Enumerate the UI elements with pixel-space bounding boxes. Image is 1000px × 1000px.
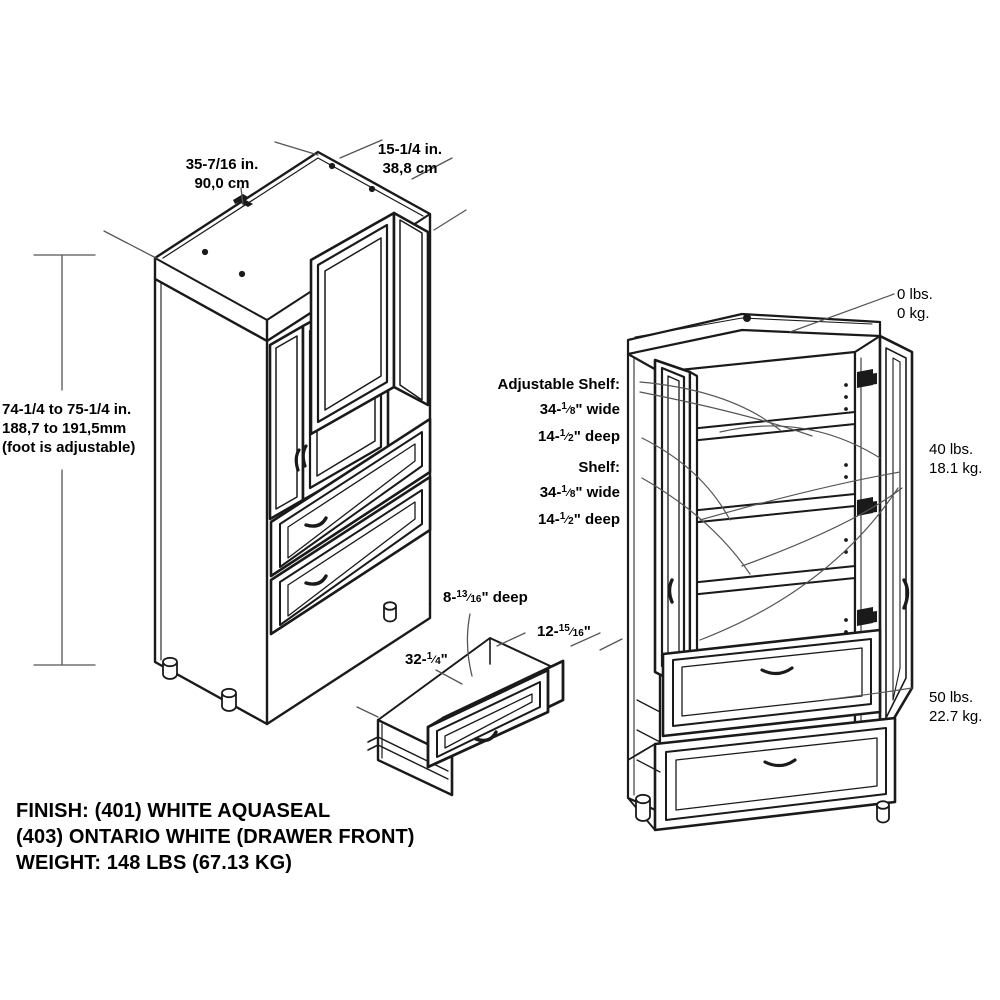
hinge [857, 497, 877, 516]
fraction-half: 1⁄2 [559, 510, 574, 528]
weight-rating-shelf: 40 lbs. 18.1 kg. [929, 440, 982, 478]
fixed-shelf-width: 34-1⁄8" wide [470, 480, 620, 507]
leader-drawer-height-a [496, 632, 526, 647]
door-handle [294, 444, 308, 472]
finish-line-1: FINISH: (401) WHITE AQUASEAL [16, 800, 331, 822]
leader-weight-40-a [719, 425, 881, 459]
drawer-height-label: 12-15⁄16" [537, 622, 591, 640]
adjustable-shelf-width: 34-1⁄8" wide [470, 397, 620, 424]
drawer-handle [474, 730, 498, 743]
closed-cabinet [153, 150, 432, 726]
fraction-eighth: 1⁄8 [561, 400, 576, 418]
drawer-handle [304, 574, 328, 586]
adjustable-shelf-callout: Adjustable Shelf: 34-1⁄8" wide 14-1⁄2" d… [470, 372, 620, 451]
weight-rating-top-panel: 0 lbs. 0 kg. [897, 285, 933, 323]
fraction-thirteen-sixteenths: 13⁄16 [456, 588, 482, 606]
dimension-lines [33, 139, 467, 666]
hinge [857, 607, 877, 626]
drawer-width-label: 32-1⁄4" [405, 650, 448, 668]
open-cabinet [626, 312, 914, 832]
width-dim-cm: 90,0 cm [194, 175, 250, 192]
width-dimension-label: 35-7/16 in. 90,0 cm [152, 155, 292, 193]
adjustable-shelf-depth: 14-1⁄2" deep [470, 424, 620, 451]
depth-dim-inches: 15-1/4 in. [377, 141, 443, 158]
leader-shelf-a [641, 437, 731, 521]
weight-kg: 22.7 kg. [929, 708, 983, 725]
cabinet-foot [162, 656, 178, 680]
drawer-handle [760, 666, 794, 676]
leader-drawer-width [435, 669, 463, 685]
weight-lbs: 50 lbs. [929, 689, 974, 706]
drawer-handle [763, 758, 797, 768]
leader-height [103, 230, 157, 259]
door-handle [667, 578, 674, 604]
depth-dimension-label: 15-1/4 in. 38,8 cm [350, 140, 470, 178]
leader-weight-40-b [699, 471, 901, 521]
fixed-shelf-callout: Shelf: 34-1⁄8" wide 14-1⁄2" deep [470, 455, 620, 534]
height-dim-inches: 74-1/4 to 75-1/4 in. [2, 401, 132, 418]
height-dim-note: (foot is adjustable) [2, 439, 136, 456]
door-handle [902, 578, 910, 610]
leader-depth-b [339, 139, 383, 159]
open-cabinet-drawer-upper [661, 628, 882, 738]
height-dimension-label: 74-1/4 to 75-1/4 in. 188,7 to 191,5mm (f… [2, 400, 162, 457]
leader-depth-c [411, 157, 453, 180]
callout-leaders [639, 293, 913, 701]
adjustable-shelf-title: Adjustable Shelf: [497, 376, 620, 393]
weight-kg: 18.1 kg. [929, 460, 983, 477]
specifications-block: FINISH: (401) WHITE AQUASEAL (403) ONTAR… [16, 798, 415, 876]
weight-lbs: 40 lbs. [929, 441, 974, 458]
weight-line: WEIGHT: 148 LBS (67.13 KG) [16, 852, 292, 874]
leader-weight-40-c [741, 487, 903, 567]
finish-line-2: (403) ONTARIO WHITE (DRAWER FRONT) [16, 826, 415, 848]
fixed-shelf-depth: 14-1⁄2" deep [470, 507, 620, 534]
leader-width [240, 187, 244, 206]
cabinet-foot [383, 601, 397, 623]
drawer-handle [304, 516, 328, 528]
height-dim-mm: 188,7 to 191,5mm [2, 420, 127, 437]
fraction-quarter: 1⁄4 [426, 650, 441, 668]
leader-adj-shelf-a [639, 381, 781, 431]
fraction-eighth: 1⁄8 [561, 483, 576, 501]
open-drawer [367, 637, 565, 797]
fixed-shelf-title: Shelf: [578, 459, 620, 476]
open-cabinet-drawer-lower [627, 716, 897, 832]
weight-lbs: 0 lbs. [897, 286, 933, 303]
leader-adj-shelf-b [639, 391, 813, 437]
fraction-fifteen-sixteenths: 15⁄16 [558, 622, 584, 640]
drawer-lower [269, 475, 432, 636]
cabinet-foot [221, 687, 237, 712]
cabinet-foot [876, 800, 890, 824]
drawer-upper [269, 417, 432, 578]
drawer-depth-label: 8-13⁄16" deep [443, 588, 528, 606]
open-door-right [878, 334, 914, 744]
leader-drawer-height-b [570, 632, 601, 647]
leader-weight-50 [823, 687, 913, 701]
hinge [857, 369, 877, 388]
width-dim-inches: 35-7/16 in. [185, 156, 259, 173]
door-right [309, 211, 430, 436]
weight-kg: 0 kg. [897, 305, 930, 322]
open-door-left [653, 358, 699, 696]
weight-rating-drawer: 50 lbs. 22.7 kg. [929, 688, 982, 726]
depth-dim-cm: 38,8 cm [382, 160, 438, 177]
cabinet-foot [635, 793, 651, 822]
fraction-half: 1⁄2 [559, 427, 574, 445]
leader-depth-a [274, 141, 319, 156]
leader-weight-40-d [699, 487, 899, 641]
leader-depth-d [433, 209, 467, 231]
leader-shelf-b [641, 477, 751, 575]
drawer-dim-leaders [356, 613, 623, 718]
leader-drawer-depth [466, 613, 473, 677]
leader-weight-0 [789, 293, 895, 333]
